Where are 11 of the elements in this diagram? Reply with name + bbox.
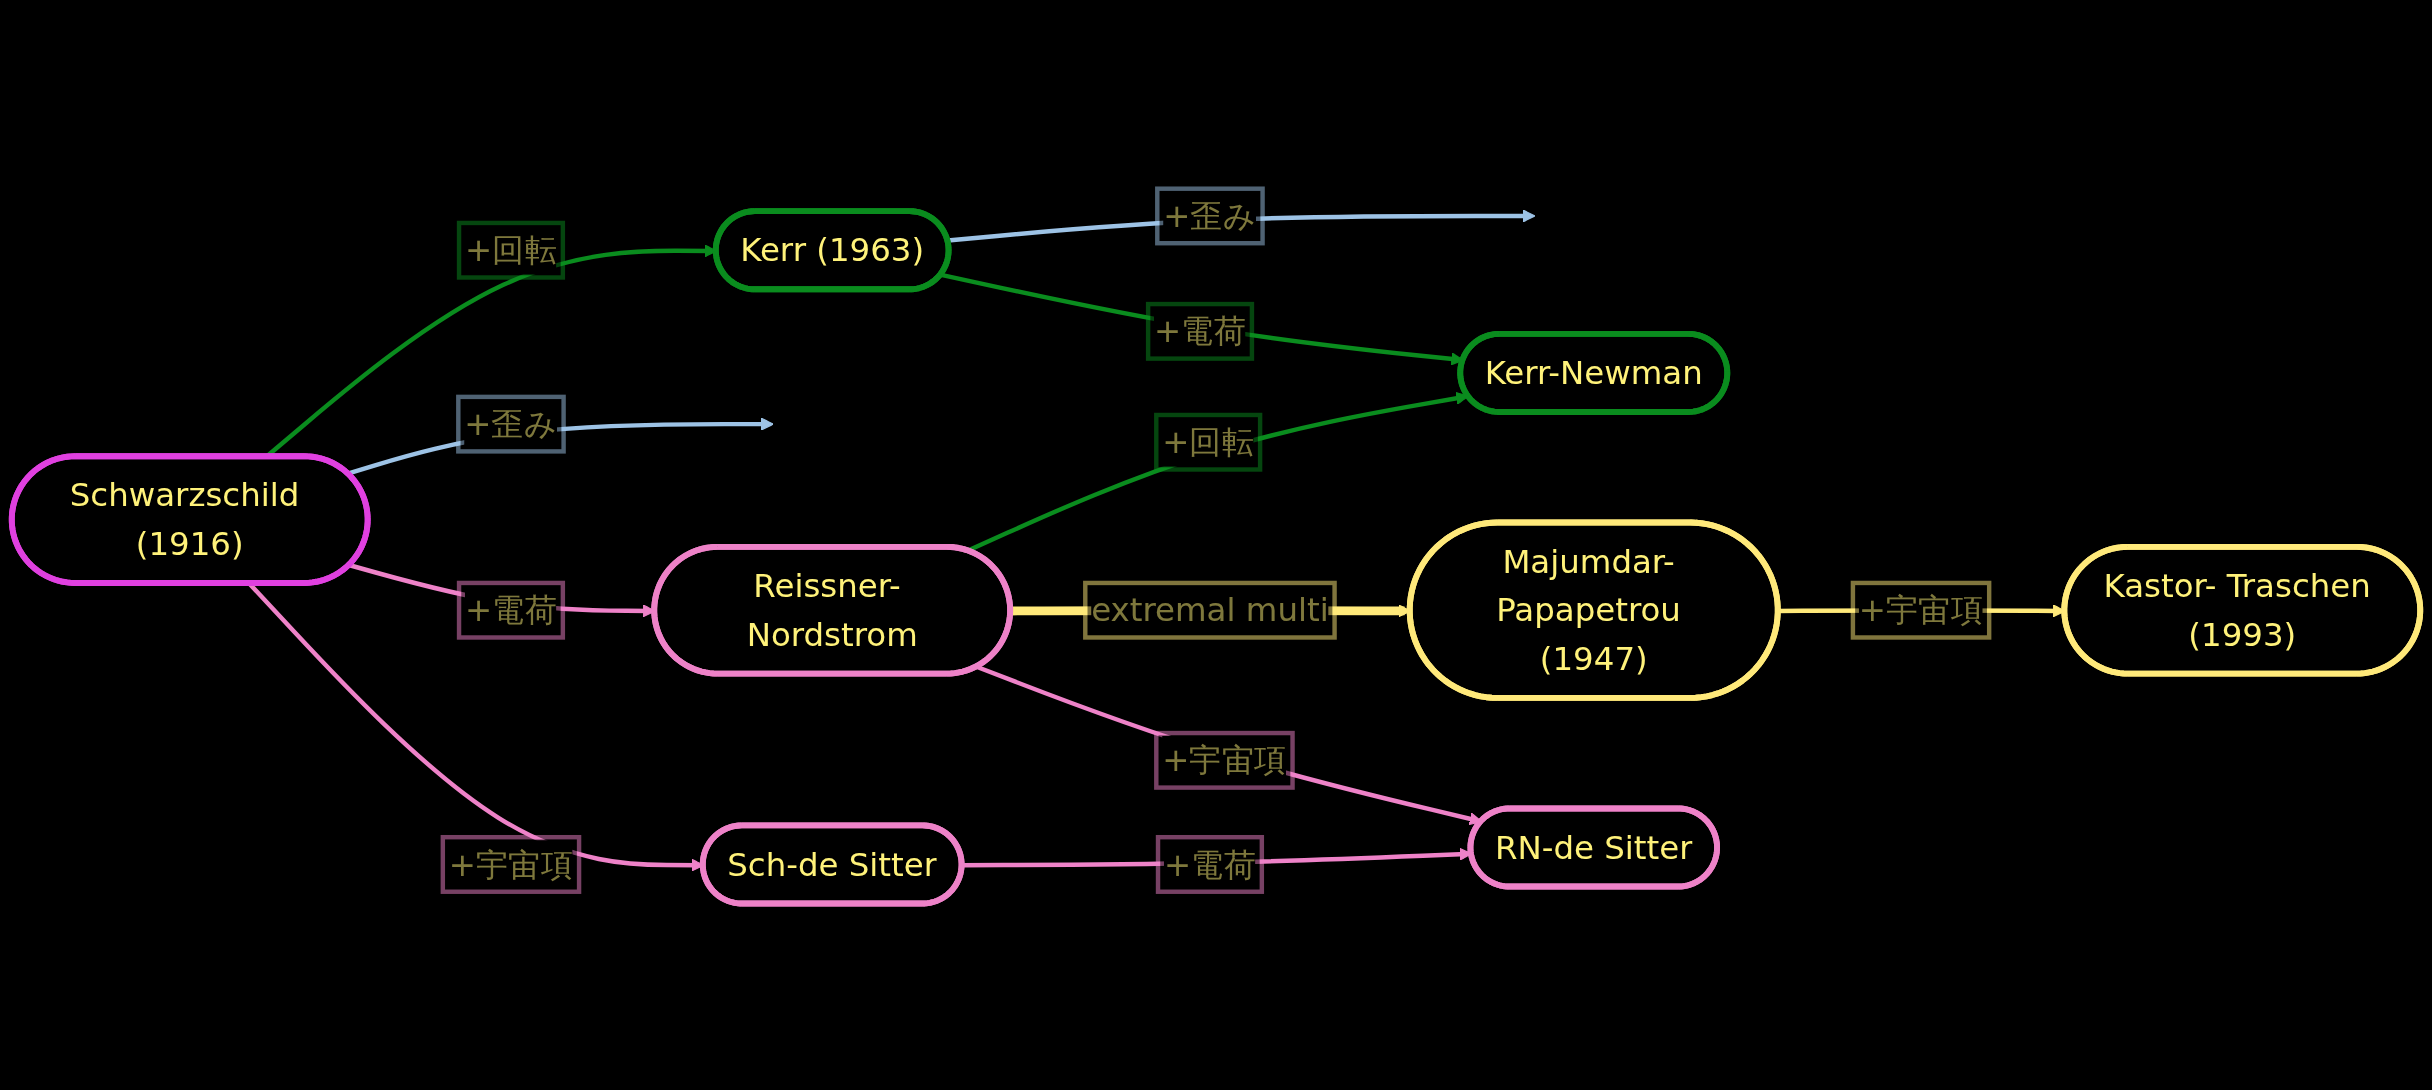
edge-label: +電荷 [1163,846,1256,883]
edge-label: +電荷 [464,591,557,629]
edge-label: +回転 [464,231,557,269]
edge-label: extremal multi [1091,591,1329,629]
edge-label: +宇宙項 [1858,591,1984,629]
edge-label: +回転 [1162,423,1255,461]
edge-label: +宇宙項 [1162,741,1287,779]
edge-label: +歪み [1163,197,1257,235]
edge-label: +歪み [464,405,558,443]
edge-label: +宇宙項 [448,846,574,883]
edge-label: +電荷 [1154,312,1247,350]
